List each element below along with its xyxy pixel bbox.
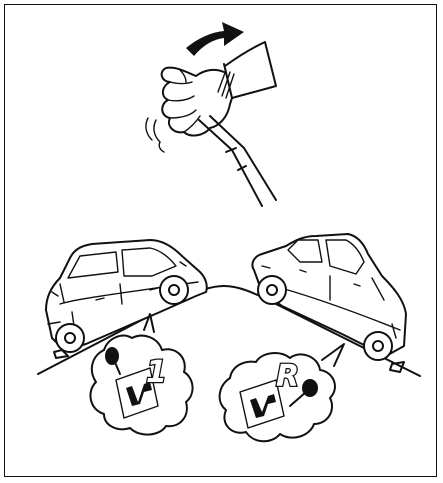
lever-shaft [199,116,276,206]
first-gear-callout-bubble [90,336,192,435]
downhill-car-front-wheel [258,276,286,304]
motion-marks [146,118,164,152]
finger-lines [168,70,200,132]
reverse-gear-knob [302,379,318,397]
parking-brake-scene [146,22,276,206]
first-gear-knob [105,347,119,365]
sleeve [224,42,276,98]
uphill-car-front-wheel [160,276,188,304]
downhill-car-wheel-chock [390,362,404,372]
first-gear-label: 1 [146,355,167,390]
uphill-car-rear-wheel [56,324,84,352]
reverse-gear-callout-pointer [322,344,344,366]
downhill-car [252,234,406,372]
hand-fist [162,68,232,136]
reverse-gear-label: R [276,359,299,394]
downhill-car-rear-wheel [364,332,392,360]
reverse-gear-callout: R [220,344,344,441]
pull-up-arrow [186,22,244,56]
